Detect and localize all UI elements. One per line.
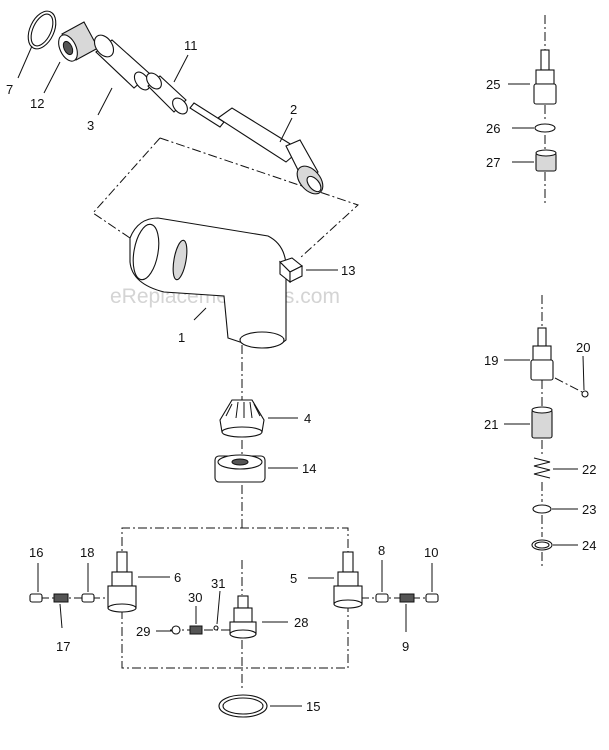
parts-16-17-18-pins-spring [29,593,95,603]
part-13-key [278,257,304,284]
callout-4: 4 [304,411,311,426]
part-4-bevel-gear [219,399,265,438]
leader-lines [17,45,585,707]
part-5-valve-stem [333,551,363,609]
callout-27: 27 [486,155,500,170]
callout-15: 15 [306,699,320,714]
part-11-needle-bearing [146,72,188,115]
callout-31: 31 [211,576,225,591]
callout-6: 6 [174,570,181,585]
callout-26: 26 [486,121,500,136]
callout-12: 12 [30,96,44,111]
callout-28: 28 [294,615,308,630]
part-27-nut [535,149,557,172]
part-15-o-ring [218,694,268,718]
callout-13: 13 [341,263,355,278]
callout-2: 2 [290,102,297,117]
callout-18: 18 [80,545,94,560]
part-3-sleeve [93,34,151,91]
callout-23: 23 [582,502,596,517]
callout-17: 17 [56,639,70,654]
callout-8: 8 [378,543,385,558]
part-12-ball-bearing [58,21,99,62]
part-7-o-ring [27,10,57,50]
callout-20: 20 [576,340,590,355]
parts-8-9-10-pins-spring [375,593,439,603]
callout-10: 10 [424,545,438,560]
callout-21: 21 [484,417,498,432]
callout-14: 14 [302,461,316,476]
callout-25: 25 [486,77,500,92]
part-24-o-ring [531,539,553,551]
part-26-washer [534,123,556,133]
callout-30: 30 [188,590,202,605]
callout-3: 3 [87,118,94,133]
callout-24: 24 [582,538,596,553]
callout-1: 1 [178,330,185,345]
part-1-angle-housing [129,217,287,349]
callout-19: 19 [484,353,498,368]
part-2-pinion-shaft [189,102,324,195]
parts-29-30-31-ball-spring [171,625,219,635]
part-20-ball [581,390,589,398]
part-6-valve-stem [107,551,137,613]
callout-5: 5 [290,571,297,586]
callout-9: 9 [402,639,409,654]
part-28-valve-stem [229,595,257,639]
part-21-nut [531,406,553,439]
callout-11: 11 [184,38,198,53]
part-22-spring [533,457,551,479]
callout-labels: 7 12 3 11 2 1 13 4 14 6 5 28 15 16 18 17… [6,38,596,714]
part-14-ball-bearing [214,454,266,483]
callout-22: 22 [582,462,596,477]
part-19-throttle-valve [530,327,554,381]
callout-7: 7 [6,82,13,97]
part-25-valve [533,49,557,105]
part-23-washer [532,504,552,514]
callout-16: 16 [29,545,43,560]
callout-29: 29 [136,624,150,639]
